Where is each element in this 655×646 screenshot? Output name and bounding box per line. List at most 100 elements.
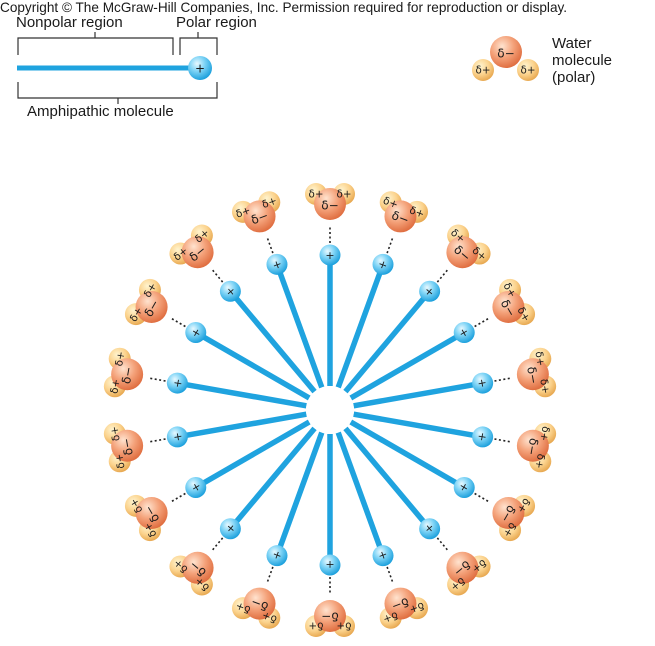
- polar-head: +: [372, 545, 394, 567]
- attraction-dots: [494, 438, 513, 443]
- delta-plus-label: δ+: [537, 425, 551, 442]
- legend-amphipathic-molecule: +: [17, 32, 218, 104]
- polar-head: +: [372, 253, 394, 275]
- delta-plus-label: δ+: [532, 350, 546, 367]
- water-molecule: δ−δ+δ+: [379, 587, 429, 629]
- delta-minus-label: δ−: [321, 610, 338, 624]
- attraction-dots: [169, 316, 186, 328]
- attraction-dots: [210, 537, 224, 553]
- oxygen-atom: [516, 358, 549, 391]
- polar-head-circle: [419, 280, 441, 302]
- delta-minus-label: δ−: [524, 365, 541, 385]
- legend-head-plus: +: [195, 62, 205, 76]
- polar-head: +: [419, 280, 441, 302]
- oxygen-atom: [492, 291, 525, 323]
- attraction-dots: [169, 492, 186, 504]
- water-molecule: δ−δ+δ+: [472, 36, 539, 81]
- delta-plus-label: δ+: [108, 378, 122, 395]
- polar-head-plus: +: [271, 257, 284, 272]
- water-molecule: δ−δ+δ+: [516, 347, 557, 398]
- oxygen-atom: [243, 200, 276, 233]
- oxygen-atom: [181, 551, 214, 584]
- delta-plus-label: δ+: [337, 619, 352, 631]
- hydrocarbon-tail: [234, 426, 317, 524]
- delta-minus-label: δ−: [390, 595, 411, 614]
- water-molecule-label: Water molecule (polar): [552, 35, 612, 86]
- oxygen-atom: [516, 429, 549, 462]
- water-molecule: δ−δ+δ+: [446, 551, 491, 596]
- water-molecule: δ−δ+ δ+: [305, 600, 355, 637]
- polar-head-plus: +: [325, 249, 334, 262]
- polar-head-circle: [185, 322, 207, 343]
- delta-plus-label: δ+: [234, 204, 252, 220]
- oxygen-atom: [243, 587, 276, 620]
- delta-plus-label: δ+: [337, 189, 352, 201]
- attraction-dots: [386, 235, 395, 254]
- polar-head-circle: [472, 372, 494, 394]
- hydrocarbon-tail: [353, 381, 475, 409]
- delta-plus-label: δ+: [309, 189, 324, 201]
- polar-head-plus: +: [325, 558, 334, 571]
- oxygen-atom: [490, 36, 522, 68]
- water-shell: δ−δ+δ+δ−δ+δ+δ−δ+δ+δ−δ+δ+δ−δ+δ+δ−δ+δ+δ−δ+…: [103, 183, 557, 637]
- hydrocarbon-tail: [335, 271, 383, 389]
- polar-head-circle: [219, 518, 241, 540]
- water-molecule: δ−δ+δ+: [169, 224, 214, 269]
- polar-head-circle: [219, 280, 241, 302]
- polar-head: +: [453, 322, 475, 343]
- copyright-notice: Copyright © The McGraw-Hill Companies, I…: [0, 0, 568, 15]
- polar-head: +: [185, 477, 207, 498]
- micelle: ++++++++++++++++++δ−δ+δ+δ−δ+δ+δ−δ+δ+δ−δ+…: [103, 183, 557, 637]
- delta-plus-label: δ+: [234, 599, 252, 615]
- polar-region-label: Polar region: [176, 14, 257, 31]
- delta-plus-label: δ+: [309, 619, 324, 631]
- delta-plus-label: δ+: [260, 195, 278, 211]
- water-molecule: δ−δ+δ+: [492, 278, 536, 326]
- hydrogen-atom: [517, 59, 539, 81]
- water-molecule: δ−δ+δ+: [124, 278, 168, 326]
- nonpolar-region-label: Nonpolar region: [16, 14, 123, 31]
- hydrocarbon-tail: [343, 296, 426, 394]
- water-molecule: δ−δ+δ+: [231, 587, 281, 629]
- hydrocarbon-tail: [349, 419, 458, 486]
- water-molecule: δ−δ+δ+: [169, 551, 214, 596]
- amphipathic-molecule-label: Amphipathic molecule: [27, 103, 174, 120]
- attraction-dots: [436, 537, 450, 553]
- delta-plus-label: δ+: [381, 195, 399, 211]
- hydrocarbon-tail: [353, 411, 475, 439]
- water-molecule: δ−δ+δ+: [516, 422, 557, 473]
- hydrocarbon-tail: [343, 426, 426, 524]
- delta-minus-label: δ−: [321, 198, 338, 212]
- water-molecule: δ−δ+δ+: [492, 494, 536, 542]
- water-label-line1: Water: [552, 35, 592, 52]
- polar-head: +: [166, 426, 188, 448]
- micelle-core: [306, 386, 354, 434]
- polar-head-circle: [185, 477, 207, 498]
- delta-minus-label: δ−: [497, 46, 514, 60]
- delta-minus-label: δ−: [390, 208, 411, 227]
- polar-head-circle: [166, 372, 188, 394]
- polar-head-circle: [453, 322, 475, 343]
- delta-minus-label: δ−: [249, 208, 270, 227]
- water-molecule: δ−δ+δ+: [124, 494, 168, 542]
- polar-head-circle: [266, 253, 288, 275]
- water-molecule: δ−δ+δ+: [103, 422, 144, 473]
- delta-plus-label: δ+: [476, 65, 491, 77]
- polar-head: +: [266, 253, 288, 275]
- polar-head: +: [166, 372, 188, 394]
- polar-head-circle: [319, 244, 341, 266]
- delta-plus-label: δ+: [260, 609, 278, 625]
- polar-head-plus: +: [171, 431, 185, 442]
- polar-bracket: [179, 37, 218, 55]
- delta-minus-label: δ−: [524, 437, 541, 457]
- polar-head: +: [472, 426, 494, 448]
- polar-head-circle: [266, 545, 288, 567]
- attraction-dots: [265, 566, 274, 585]
- water-molecule: δ−δ+δ+: [379, 191, 429, 233]
- hydrocarbon-tail: [335, 431, 383, 549]
- polar-head-circle: [372, 253, 394, 275]
- legend-head: [188, 56, 212, 80]
- hydrocarbon-tail: [234, 296, 317, 394]
- hydrocarbon-tail: [349, 334, 458, 401]
